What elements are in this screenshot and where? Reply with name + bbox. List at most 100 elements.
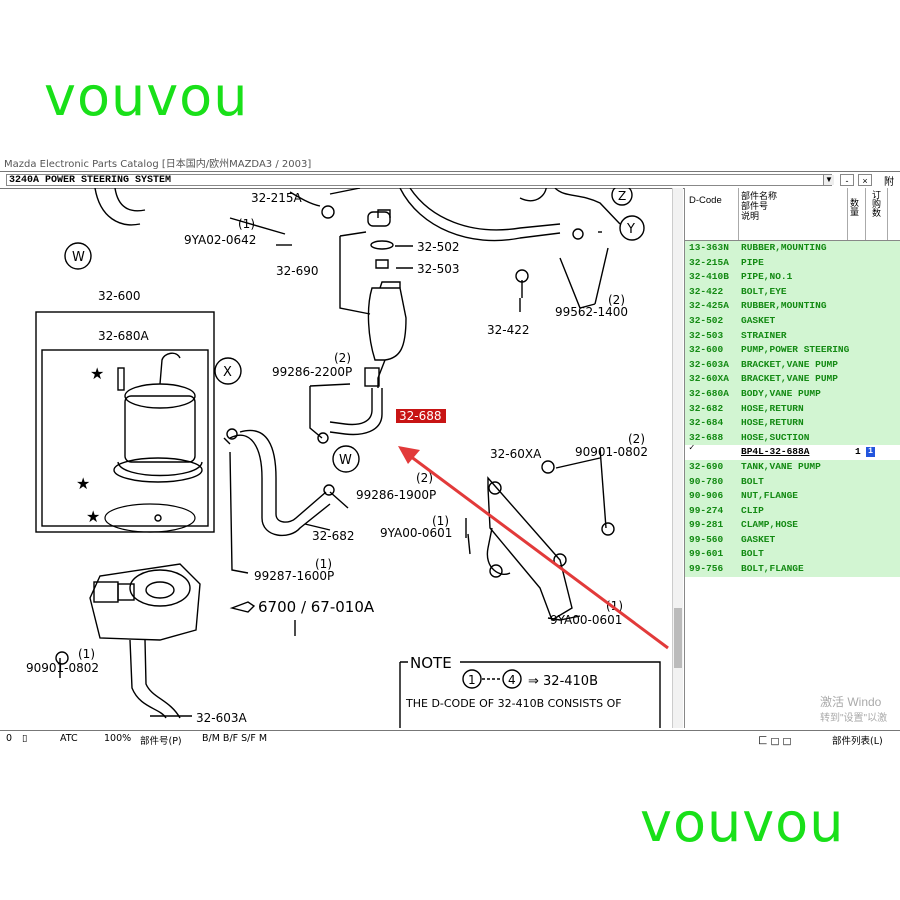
header-dcode: D-Code [689,195,722,206]
checkbox-checked-icon[interactable]: ✓ [689,443,695,454]
window-titlebar: Mazda Electronic Parts Catalog [日本国内/欧州M… [0,152,900,170]
label-99562-1400: 99562-1400 [555,305,628,319]
close-button[interactable]: × [858,174,872,186]
label-32-688[interactable]: 32-688 [399,409,442,423]
parts-diagram: ★ ★ ★ 32-215A (1) 9YA02-0642 32-502 32-5… [26,188,669,728]
label-qty: (2) [628,432,645,446]
label-9ya00-0601: 9YA00-0601 [550,613,622,627]
zoom-level[interactable]: 100% [104,733,132,744]
header-part-no: 部件号 [741,201,769,211]
layout-buttons[interactable]: 匚 □ □ [758,736,792,747]
label-32-60xa: 32-60XA [490,447,542,461]
marker-y: Y [626,222,635,237]
label-32-690: 32-690 [276,264,319,278]
windows-activation-watermark: 激活 Windo [820,695,882,709]
selected-part-row[interactable]: ✓ BP4L-32-688A 1 1 [685,443,900,460]
red-arrow [401,448,669,650]
label-99286-1900p: 99286-1900P [356,488,436,502]
label-qty: (1) [238,217,255,231]
star-icon: ★ [76,474,90,493]
section-toolbar: 3240A POWER STEERING SYSTEM ▼ - × 附 [0,171,900,189]
status-atc[interactable]: ATC [60,733,78,744]
label-99287-1600p: 99287-1600P [254,569,334,583]
label-9ya00-0601: 9YA00-0601 [380,526,452,540]
part-number-tab[interactable]: 部件号(P) [140,736,182,747]
label-99286-2200p: 99286-2200P [272,365,352,379]
parts-list-tab[interactable]: 部件列表(L) [832,736,883,747]
label-32-603a: 32-603A [196,711,248,725]
label-90901-0802: 90901-0802 [575,445,648,459]
header-qty: 数量 [849,198,859,216]
selected-qty: 1 [855,446,861,458]
arrow-head-icon [398,446,420,464]
header-order: 订购数 [871,190,881,217]
parts-catalog-window: Mazda Electronic Parts Catalog [日本国内/欧州M… [0,152,900,746]
order-quantity-input[interactable]: 1 [866,447,875,458]
label-32-680a: 32-680A [98,329,150,343]
status-bar: 0 ▯ ATC 100% 部件号(P) B/M B/F S/F M 匚 □ □ … [0,730,900,747]
section-select[interactable]: 3240A POWER STEERING SYSTEM [6,174,832,186]
status-indicator: 0 [6,733,13,744]
view-mode-tabs[interactable]: B/M B/F S/F M [202,733,268,744]
label-qty: (1) [432,514,449,528]
parts-list-header: D-Code 部件名称 部件号 说明 数量 订购数 [685,188,900,241]
selected-part-number: BP4L-32-688A [741,446,810,458]
label-qty: (2) [416,471,433,485]
star-icon: ★ [86,507,100,526]
chevron-down-icon[interactable]: ▼ [823,175,834,185]
appendix-label: 附 [884,177,894,188]
header-name: 部件名称 [741,191,778,201]
scrollbar-thumb[interactable] [674,608,682,668]
label-6700: 6700 / 67-010A [258,598,375,616]
marker-w: W [72,250,85,265]
page-icon: ▯ [22,733,28,744]
label-qty: (2) [334,351,351,365]
marker-w: W [339,453,352,468]
note-title: NOTE [410,654,452,672]
label-32-682: 32-682 [312,529,355,543]
label-32-503: 32-503 [417,262,460,276]
note-target: ⇒ 32-410B [528,674,598,689]
note-circle-4: 4 [508,673,516,687]
window-title: Mazda Electronic Parts Catalog [日本国内/欧州M… [4,159,312,170]
marker-x: X [223,365,232,380]
highlight-32-688[interactable] [396,409,446,423]
label-9ya02-0642: 9YA02-0642 [184,233,256,247]
label-90901-0802: 90901-0802 [26,661,99,675]
diagram-scrollbar[interactable] [672,188,683,728]
minimize-button[interactable]: - [840,174,854,186]
watermark-bottom: vouvou [640,791,845,854]
header-desc: 说明 [741,211,760,221]
label-32-215a: 32-215A [251,191,303,205]
label-32-502: 32-502 [417,240,460,254]
label-qty: (2) [608,293,625,307]
label-qty: (1) [78,647,95,661]
marker-z: Z [618,189,626,203]
windows-activation-hint: 转到"设置"以激 [820,713,888,724]
label-qty: (1) [315,557,332,571]
